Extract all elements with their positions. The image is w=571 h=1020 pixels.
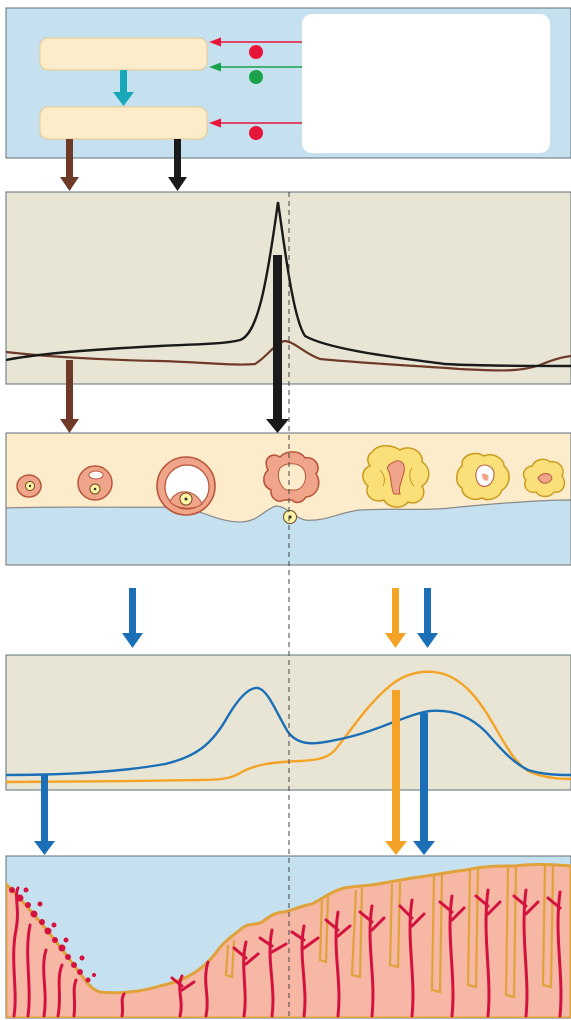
corpus-luteum [362,445,430,508]
lh-curve [5,201,571,368]
gnrh-arrow [113,70,134,106]
hormonal-control-panel [5,7,571,159]
progesterone-curve [5,670,571,784]
lh-release-arrow [168,139,187,191]
secondary-follicle [156,456,216,516]
hypothalamus-box [39,37,208,71]
uterine-glands [224,865,555,999]
menstrual-blood-clots [9,887,96,983]
feedback-arrow-inhibit-top [209,37,302,59]
estrogen-arrow-luteal [417,588,438,648]
feedback-arrow-inhibit-bottom [209,118,302,140]
ovarian-hormone-panel [5,654,571,791]
spiral-arteries [12,886,563,1018]
primary-follicle [77,465,113,501]
ovarian-hormone-background [5,654,571,791]
estrogen-curve [5,686,571,777]
legend-box [302,14,550,153]
inhibition-marker [249,45,263,59]
inhibition-marker [249,126,263,140]
fsh-curve [5,339,571,372]
progesterone-arrow-luteal [385,588,406,648]
estrogen-arrow-follicular [122,588,143,648]
corpus-albicans [522,458,566,498]
progesterone-to-uterus-arrow [385,690,407,855]
primordial-follicle [16,474,42,498]
regressing-corpus-luteum [456,452,510,501]
feedback-arrow-stimulate [209,62,302,84]
ovulating-follicle [263,451,320,524]
anterior-pituitary-box [39,106,208,140]
estrogen-to-uterus-arrow-right [413,713,435,855]
fsh-to-ovary-arrow [60,360,79,433]
lh-surge-arrow [266,255,289,433]
estrogen-to-uterus-arrow-left [34,775,55,855]
fsh-release-arrow [60,139,79,191]
stimulation-marker [249,70,263,84]
